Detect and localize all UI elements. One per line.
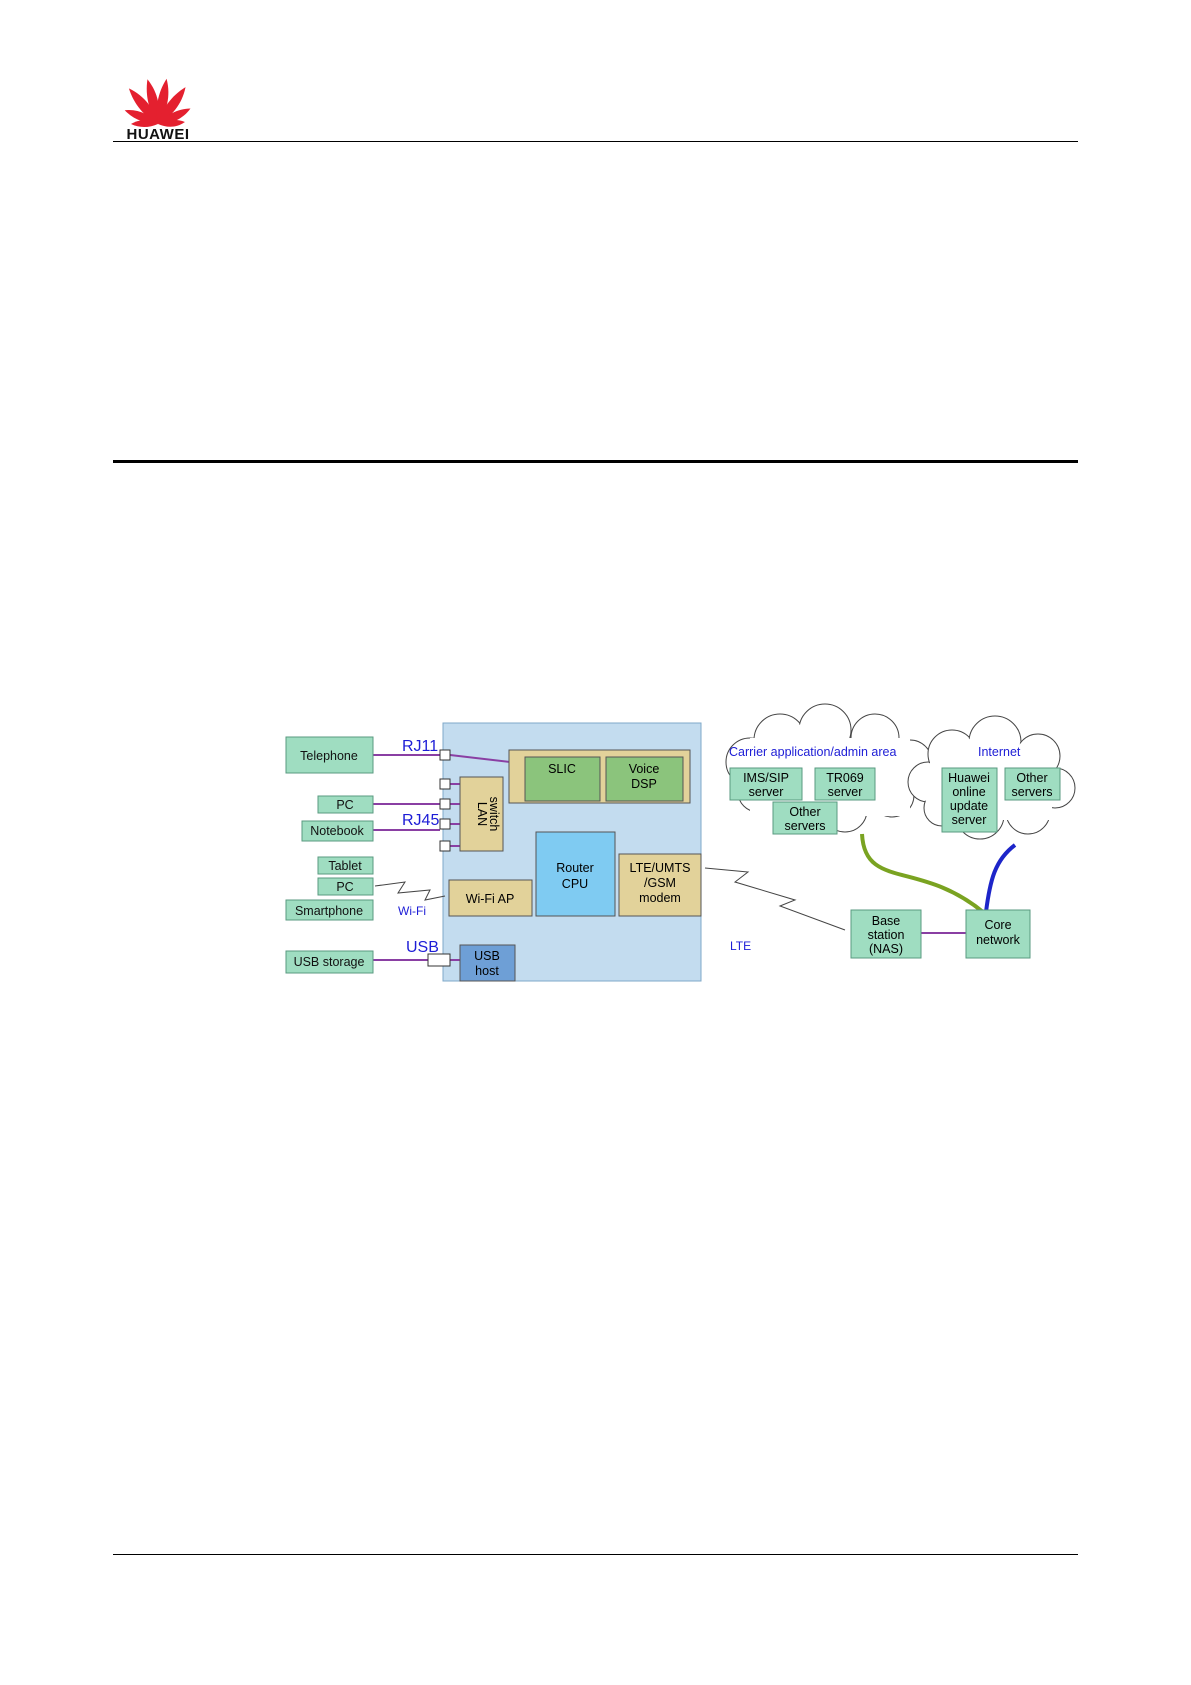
carrier-other-box	[772, 801, 838, 835]
huawei-logo: HUAWEI	[113, 70, 203, 145]
pc-wifi-box	[317, 877, 374, 896]
core-network-label-2: network	[976, 933, 1021, 947]
rj11-port	[439, 749, 451, 761]
pc-wired-box	[317, 795, 374, 814]
carrier-other-label-1: Other	[789, 805, 820, 819]
modem-box	[618, 853, 702, 917]
slic-label: SLIC	[548, 762, 576, 776]
internet-other-label-2: servers	[1012, 785, 1053, 799]
router-cpu-label-1: Router	[556, 861, 594, 875]
base-station-box	[850, 909, 922, 959]
wifi-label: Wi-Fi	[398, 904, 426, 918]
internet-other-label-1: Other	[1016, 771, 1047, 785]
carrier-title: Carrier application/admin area	[729, 745, 896, 759]
usb-host-box	[459, 944, 516, 982]
internet-other-box	[1004, 767, 1061, 801]
tr069-label-2: server	[828, 785, 863, 799]
lan-port-2	[439, 798, 451, 810]
usb-storage-box	[285, 950, 374, 974]
usb-host-label-2: host	[475, 964, 499, 978]
usb-host-label-1: USB	[474, 949, 500, 963]
voice-dsp-label-2: DSP	[631, 777, 657, 791]
slic-link	[449, 754, 511, 763]
lan-switch-box	[459, 776, 504, 852]
wifi-ap-box	[448, 879, 533, 917]
tr069-box	[814, 767, 876, 801]
usb-label: USB	[406, 939, 439, 956]
usb-port	[427, 953, 451, 967]
ims-label-2: server	[749, 785, 784, 799]
wifi-bolt	[374, 881, 446, 901]
section-rule	[113, 460, 1078, 463]
ims-box	[729, 767, 803, 801]
telephone-label: Telephone	[300, 749, 358, 763]
carrier-other-label-2: servers	[785, 819, 826, 833]
smartphone-label: Smartphone	[295, 904, 363, 918]
core-network-box	[965, 909, 1031, 959]
rj11-label: RJ11	[402, 738, 438, 755]
voice-dsp-label-1: Voice	[629, 762, 660, 776]
carrier-core-link	[860, 833, 985, 914]
usb-storage-label: USB storage	[294, 955, 365, 969]
lan-switch-label-2: switch	[487, 797, 501, 832]
voice-dsp-box	[605, 756, 684, 802]
lan-port-1	[439, 778, 451, 790]
ims-label-1: IMS/SIP	[743, 771, 789, 785]
slic-box	[524, 756, 601, 802]
lan-switch-label-1: LAN	[475, 802, 489, 826]
telephone-box	[285, 736, 374, 774]
modem-label-1: LTE/UMTS	[630, 861, 691, 875]
core-network-label-1: Core	[984, 918, 1011, 932]
huawei-petals-icon	[124, 78, 191, 128]
base-station-label-2: station	[868, 928, 905, 942]
tablet-box	[317, 856, 374, 875]
huawei-update-box	[941, 767, 998, 833]
modem-label-3: modem	[639, 891, 681, 905]
header-rule	[113, 141, 1078, 142]
modem-label-2: /GSM	[644, 876, 676, 890]
pc-wired-label: PC	[336, 798, 353, 812]
router-cpu-label-2: CPU	[562, 877, 588, 891]
smartphone-box	[285, 899, 374, 921]
huawei-update-label-4: server	[952, 813, 987, 827]
lte-bolt	[704, 867, 846, 931]
huawei-update-label-1: Huawei	[948, 771, 990, 785]
tr069-label-1: TR069	[826, 771, 864, 785]
huawei-update-label-2: online	[952, 785, 985, 799]
brand-name: HUAWEI	[126, 126, 190, 143]
notebook-label: Notebook	[310, 824, 364, 838]
router-cpu-box	[535, 831, 616, 917]
tablet-label: Tablet	[328, 859, 362, 873]
base-station-label-1: Base	[872, 914, 901, 928]
lan-port-4	[439, 840, 451, 852]
pc-wifi-label: PC	[336, 880, 353, 894]
lan-port-3	[439, 818, 451, 830]
rj45-label: RJ45	[402, 812, 439, 829]
internet-core-link	[984, 843, 1017, 913]
diagram-canvas: Telephone PC Notebook Tablet PC Smartpho…	[285, 703, 1076, 982]
huawei-update-label-3: update	[950, 799, 988, 813]
footer-rule	[113, 1554, 1078, 1555]
notebook-box	[301, 820, 374, 842]
base-station-label-3: (NAS)	[869, 942, 903, 956]
lte-label: LTE	[730, 939, 751, 953]
internet-title: Internet	[978, 745, 1021, 759]
wifi-ap-label: Wi-Fi AP	[466, 892, 515, 906]
network-architecture-diagram: Telephone PC Notebook Tablet PC Smartpho…	[280, 700, 1080, 995]
